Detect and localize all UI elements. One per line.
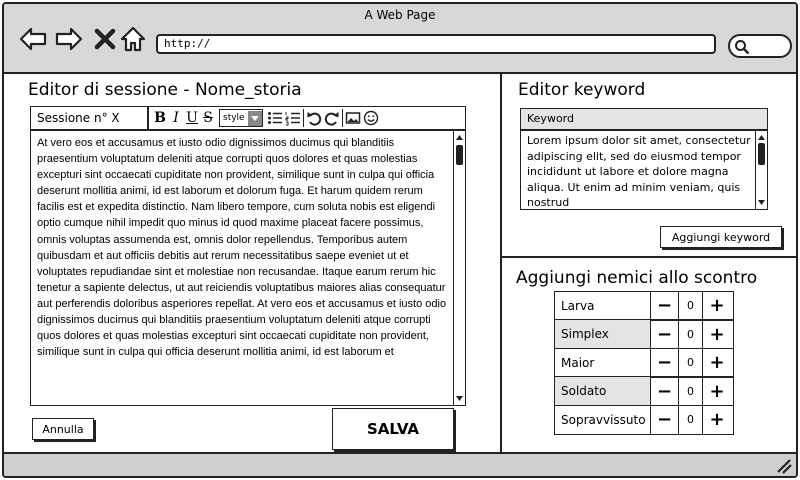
enemies-title: Aggiungi nemici allo scontro: [516, 268, 758, 288]
scroll-down-icon[interactable]: [455, 394, 464, 403]
scrollbar-thumb[interactable]: [456, 145, 463, 165]
vertical-divider: [500, 74, 502, 454]
increment-button[interactable]: +: [709, 295, 725, 316]
enemy-count[interactable]: 0: [679, 291, 703, 320]
home-icon[interactable]: [118, 24, 148, 54]
image-icon: [345, 112, 360, 124]
keyword-text-area[interactable]: Lorem ipsum dolor sit amet, consectetur …: [520, 130, 768, 210]
add-keyword-button[interactable]: Aggiungi keyword: [660, 226, 782, 248]
resize-grip-icon[interactable]: [774, 456, 792, 474]
underline-button[interactable]: U: [186, 110, 198, 126]
back-arrow-icon[interactable]: [18, 24, 48, 54]
numbered-list-button[interactable]: [285, 109, 301, 127]
bold-button[interactable]: B: [154, 110, 166, 126]
cancel-button[interactable]: Annulla: [32, 418, 94, 440]
close-icon[interactable]: [90, 24, 120, 54]
decrement-button[interactable]: −: [651, 405, 679, 434]
session-text-editor[interactable]: At vero eos et accusamus et iusto odio d…: [30, 130, 466, 406]
session-text: At vero eos et accusamus et iusto odio d…: [37, 137, 447, 359]
horizontal-divider: [502, 256, 796, 258]
bullet-list-button[interactable]: [267, 109, 283, 127]
enemy-name: Simplex: [555, 320, 651, 348]
chevron-down-icon: [247, 110, 262, 126]
search-icon: [735, 40, 750, 55]
enemy-count[interactable]: 0: [679, 320, 703, 348]
enemy-name: Sopravvissuto: [555, 405, 651, 434]
decrement-button[interactable]: −: [651, 377, 679, 405]
enemy-name: Maior: [555, 348, 651, 377]
keyword-list-header: Keyword: [520, 108, 768, 130]
bullet-list-icon: [267, 112, 282, 124]
scroll-up-icon[interactable]: [757, 133, 766, 142]
redo-icon: [324, 112, 339, 126]
insert-image-button[interactable]: [341, 109, 361, 127]
scroll-down-icon[interactable]: [757, 198, 766, 207]
enemy-count[interactable]: 0: [679, 348, 703, 377]
status-bar: [4, 452, 796, 476]
editor-toolbar: B I U S style: [148, 106, 466, 130]
increment-button[interactable]: +: [709, 409, 725, 430]
increment-button[interactable]: +: [709, 380, 725, 402]
undo-button[interactable]: [302, 109, 322, 127]
enemy-row: Larva − 0 +: [554, 290, 734, 321]
strikethrough-button[interactable]: S: [203, 110, 213, 126]
style-dropdown-label: style: [223, 113, 245, 123]
undo-icon: [307, 112, 321, 126]
increment-button[interactable]: +: [709, 352, 725, 373]
enemy-row: Simplex − 0 +: [554, 319, 734, 349]
scrollbar-thumb[interactable]: [758, 143, 765, 165]
decrement-button[interactable]: −: [651, 348, 679, 377]
save-button[interactable]: SALVA: [332, 408, 454, 450]
enemy-table: Larva − 0 + Simplex − 0 + Maior − 0 + So…: [554, 290, 737, 445]
session-number-label: Sessione n° X: [30, 106, 148, 130]
editor-scrollbar[interactable]: [453, 131, 465, 405]
decrement-button[interactable]: −: [651, 320, 679, 348]
enemy-row: Maior − 0 +: [554, 347, 734, 378]
keyword-scrollbar[interactable]: [755, 131, 767, 209]
enemy-count[interactable]: 0: [679, 405, 703, 434]
search-field[interactable]: [728, 34, 792, 58]
browser-chrome: A Web Page http://: [4, 4, 796, 74]
decrement-button[interactable]: −: [651, 291, 679, 320]
smiley-icon: [363, 110, 378, 126]
window-title: A Web Page: [364, 8, 436, 22]
enemy-name: Soldato: [555, 377, 651, 405]
enemy-row: Soldato − 0 +: [554, 376, 734, 406]
scroll-up-icon[interactable]: [455, 133, 464, 142]
keyword-editor-title: Editor keyword: [518, 80, 646, 100]
enemy-row: Sopravvissuto − 0 +: [554, 404, 734, 435]
italic-button[interactable]: I: [173, 110, 179, 126]
redo-button[interactable]: [324, 109, 340, 127]
enemy-name: Larva: [555, 291, 651, 320]
style-dropdown[interactable]: style: [219, 109, 263, 127]
url-field[interactable]: http://: [156, 34, 716, 54]
numbered-list-icon: [285, 112, 300, 126]
session-editor-title: Editor di sessione - Nome_storia: [28, 80, 302, 100]
forward-arrow-icon[interactable]: [54, 24, 84, 54]
keyword-text: Lorem ipsum dolor sit amet, consectetur …: [527, 134, 751, 210]
increment-button[interactable]: +: [709, 323, 725, 345]
emoji-button[interactable]: [363, 109, 379, 127]
enemy-count[interactable]: 0: [679, 377, 703, 405]
